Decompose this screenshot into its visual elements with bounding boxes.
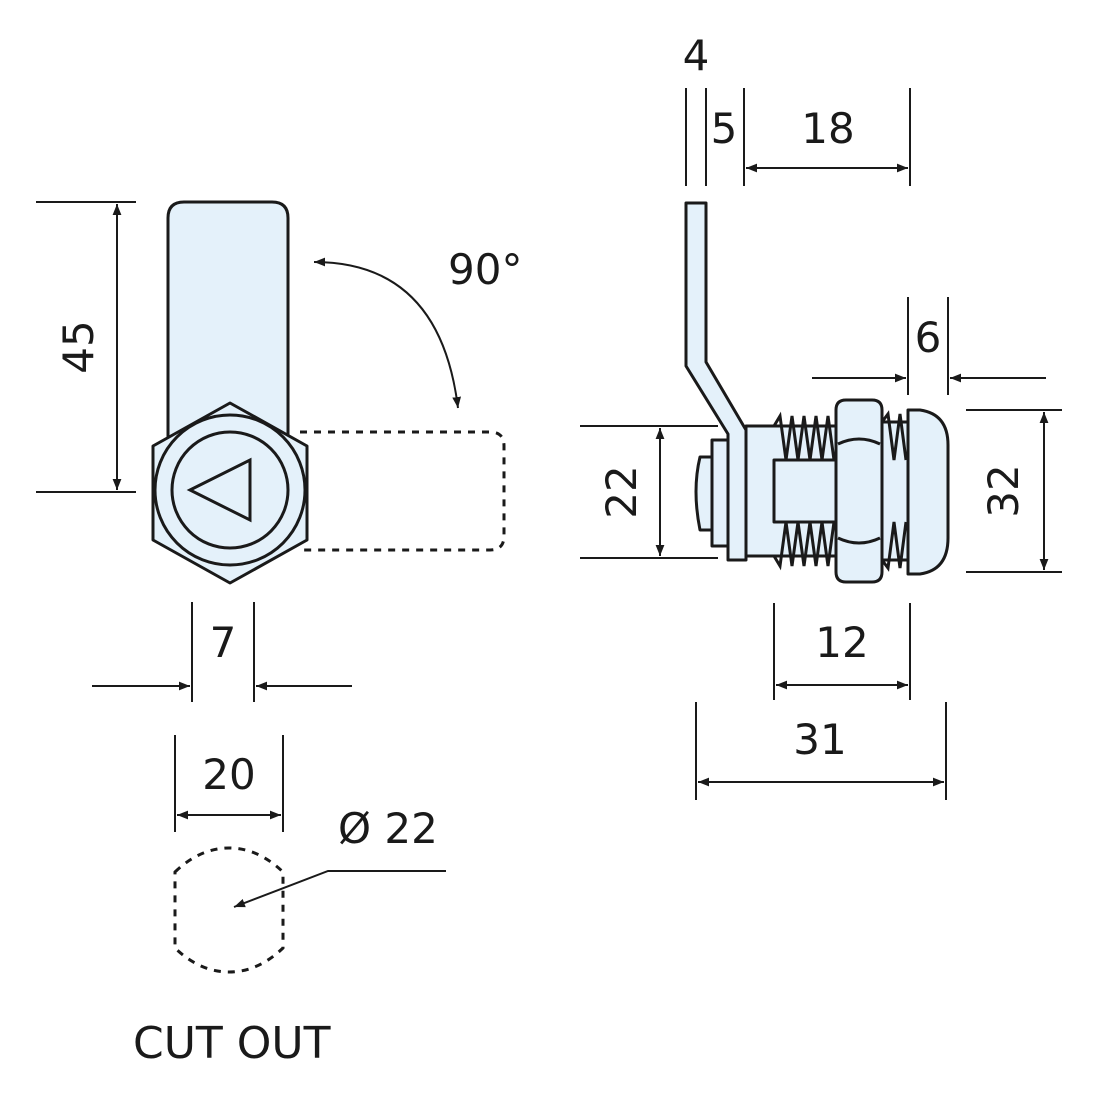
side-hex-nut (834, 398, 884, 584)
dim-5-label: 5 (711, 104, 738, 153)
lock-face-inner (170, 430, 290, 550)
thread-bottom (772, 521, 836, 571)
rotation-angle-label: 90° (448, 245, 522, 294)
rotated-cam-outline (300, 430, 506, 552)
dim-5: 5 (711, 88, 745, 186)
dim-4-label: 4 (683, 31, 710, 80)
dim-31-label: 31 (793, 715, 846, 764)
key-plug (710, 438, 730, 548)
cut-out-width-label: 20 (202, 750, 255, 799)
cut-out-diameter-label: Ø 22 (338, 804, 438, 853)
thread-top (772, 411, 836, 461)
dim-6: 6 (812, 297, 1046, 395)
dim-18: 18 (746, 88, 911, 186)
flange (906, 408, 950, 576)
dim-7-label: 7 (210, 618, 237, 667)
side-view (684, 201, 950, 584)
thread-core (772, 458, 838, 524)
dim-32-label: 32 (979, 464, 1028, 517)
cut-out: 20 Ø 22 CUT OUT (133, 735, 446, 1069)
dim-18-label: 18 (801, 104, 854, 153)
dim-6-label: 6 (915, 313, 942, 362)
cut-out-label: CUT OUT (133, 1018, 331, 1069)
cam-arm (166, 200, 290, 472)
dim-45-label: 45 (54, 320, 103, 373)
dim-4: 4 (683, 31, 710, 186)
dim-12: 12 (773, 603, 911, 700)
key-dome (694, 455, 714, 532)
dim-22-label: 22 (597, 465, 646, 518)
triangle-icon (186, 457, 252, 523)
dim-32: 32 (966, 409, 1062, 573)
dim-22: 22 (580, 425, 718, 559)
rotation-indicator: 90° (313, 245, 522, 409)
cut-out-shape (173, 846, 285, 974)
dim-31: 31 (695, 702, 947, 800)
dim-7: 7 (92, 602, 352, 702)
side-cam (684, 201, 748, 562)
front-view (151, 200, 506, 585)
dim-45: 45 (36, 201, 136, 493)
dim-12-label: 12 (815, 618, 868, 667)
